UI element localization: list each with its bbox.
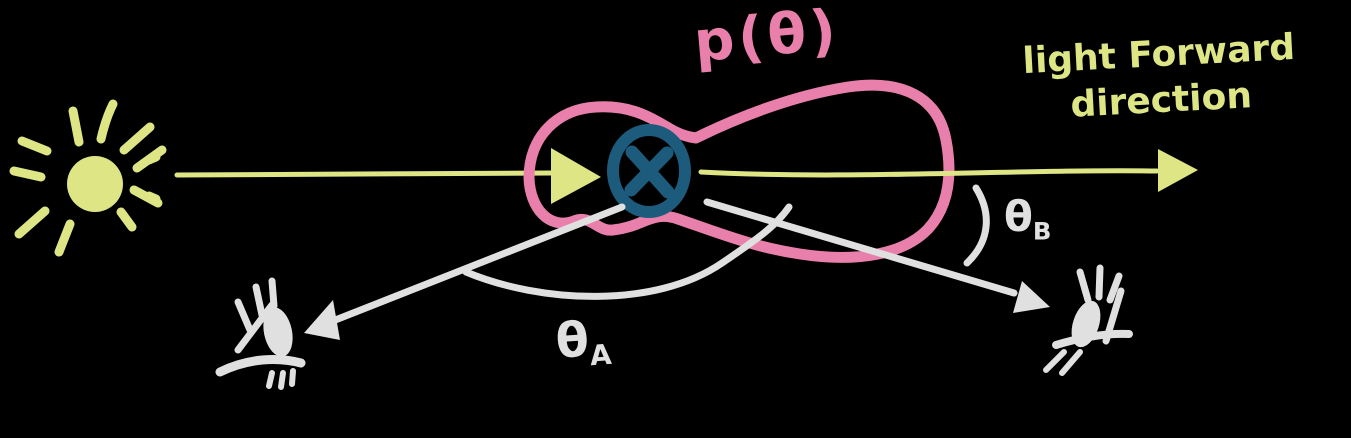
theta-a-subscript: A <box>588 337 613 373</box>
sun-icon <box>9 99 167 257</box>
light-forward-direction-label: light Forward direction <box>978 23 1342 134</box>
theta-a-symbol: θ <box>553 311 591 370</box>
ray-to-left-eye <box>304 203 626 340</box>
eye-icon <box>1043 264 1133 376</box>
theta-b-symbol: θ <box>1004 192 1033 241</box>
angle-arc-theta-a <box>462 203 793 300</box>
forward-light-arrow <box>698 149 1198 192</box>
incoming-light-arrow <box>174 148 601 204</box>
phase-function-label: p(θ) <box>691 0 843 76</box>
ray-to-right-eye <box>703 198 1050 313</box>
x-circle-marker-icon <box>607 124 691 218</box>
phase-function-lobe <box>523 79 955 263</box>
theta-b-subscript: B <box>1032 216 1052 246</box>
theta-a-label: θA <box>554 310 613 374</box>
angle-arc-theta-b <box>963 184 990 267</box>
eye-icon <box>215 277 306 390</box>
theta-b-label: θB <box>1004 192 1051 246</box>
